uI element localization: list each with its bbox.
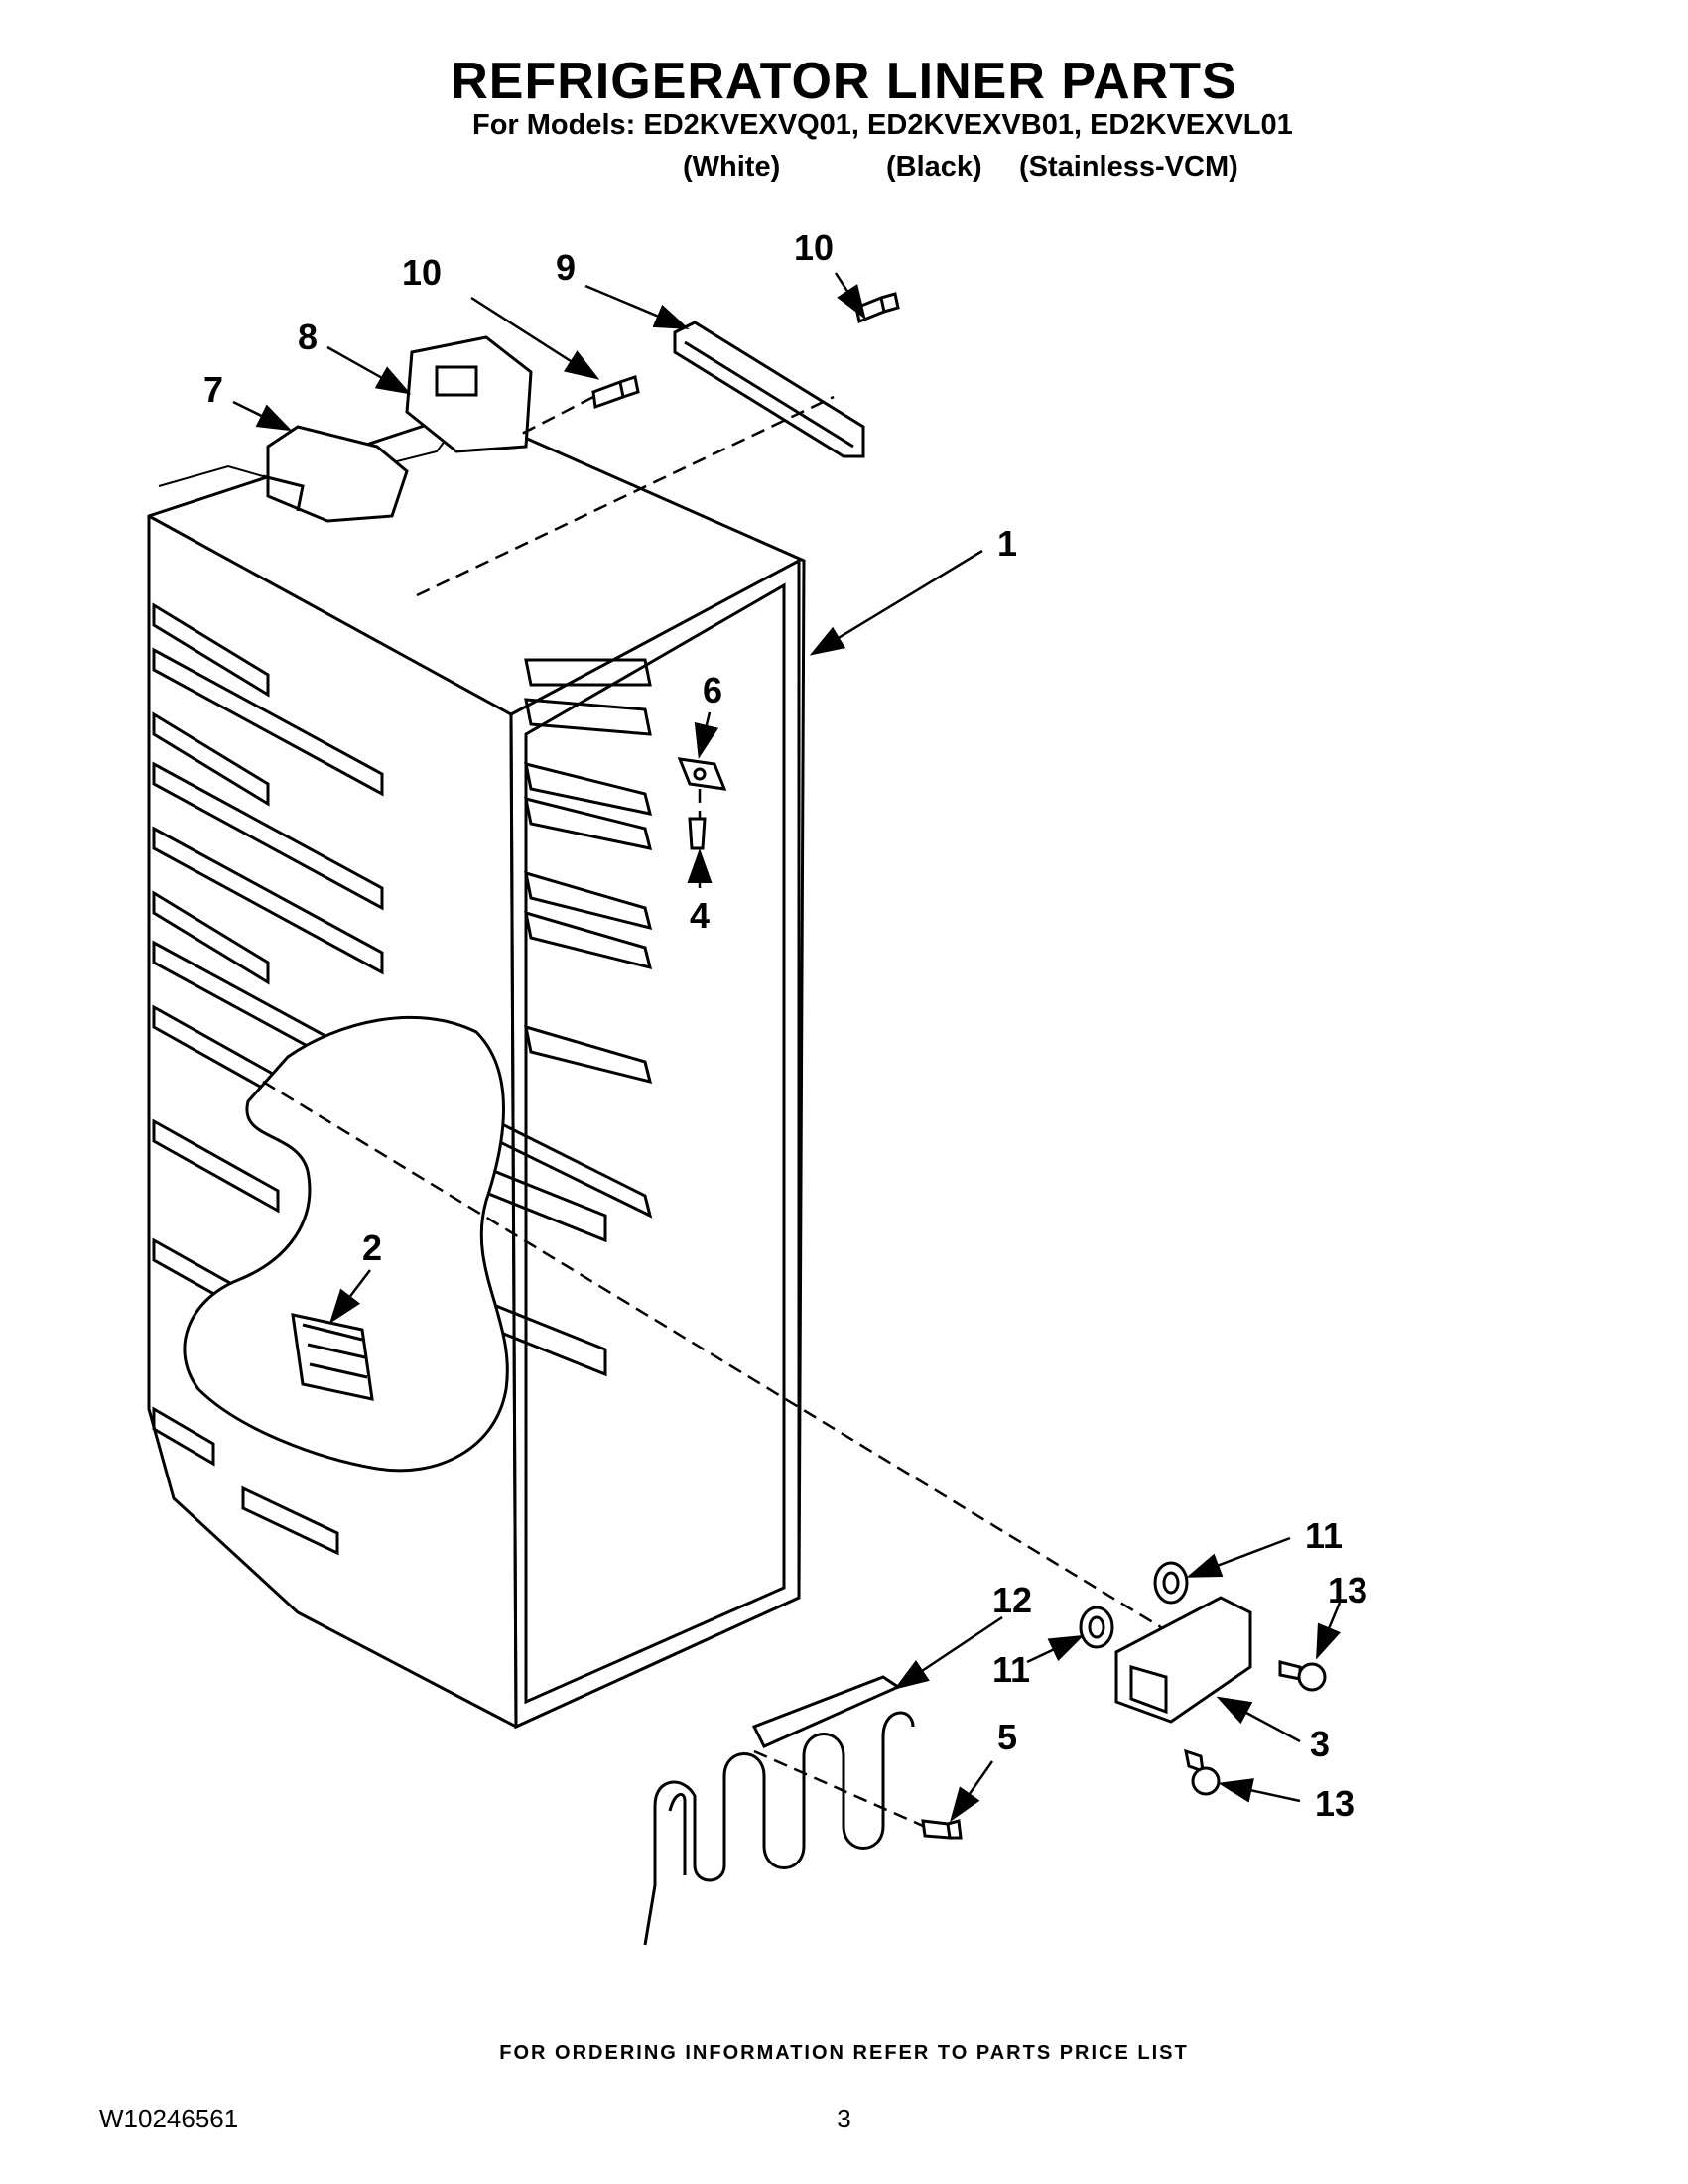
screw-part-4: [688, 817, 707, 850]
page-number: 3: [837, 2104, 851, 2133]
document-number: W10246561: [99, 2104, 239, 2133]
variant-black: (Black): [886, 151, 982, 183]
callout-4: 4: [690, 895, 710, 936]
callout-11-upper: 11: [1305, 1515, 1343, 1556]
callout-13-upper: 13: [1328, 1570, 1367, 1610]
callout-5: 5: [997, 1717, 1017, 1757]
trim-rail-part-9: [673, 321, 865, 458]
callout-10-b: 10: [794, 227, 834, 268]
callout-10-a: 10: [402, 252, 442, 293]
cutaway-view: [183, 1015, 509, 1473]
heater-coil-part-12: [643, 1675, 915, 1946]
callout-9: 9: [556, 247, 576, 288]
assembly-dashed-lines: [262, 395, 1162, 1828]
callout-11-lower: 11: [992, 1649, 1030, 1690]
callout-leaders: [232, 272, 1342, 1823]
model-list: For Models: ED2KVEXVQ01, ED2KVEXVB01, ED…: [472, 109, 1293, 141]
clip-part-6: [677, 757, 727, 791]
callout-12: 12: [992, 1580, 1032, 1620]
grommet-part-11-lower: [1079, 1606, 1114, 1649]
variant-stainless: (Stainless-VCM): [1019, 151, 1238, 183]
callout-1: 1: [997, 523, 1017, 564]
push-pin-part-13-lower: [1184, 1748, 1221, 1796]
push-pin-part-13-upper: [1278, 1660, 1327, 1692]
left-wall-shelf-rails: [152, 602, 384, 1556]
page-title: REFRIGERATOR LINER PARTS: [451, 53, 1237, 110]
grommet-part-11-upper: [1153, 1561, 1189, 1605]
callout-7: 7: [203, 369, 223, 410]
control-housing-part-7: [262, 425, 409, 523]
callout-13-lower: 13: [1315, 1783, 1355, 1824]
callout-6: 6: [703, 670, 722, 710]
vent-damper-part-2: [291, 1313, 374, 1401]
screw-part-10-a: [591, 375, 640, 410]
bracket-part-8: [405, 335, 533, 453]
screw-part-10-b: [854, 292, 900, 324]
housing-part-3: [1114, 1596, 1252, 1724]
callout-3: 3: [1310, 1724, 1330, 1764]
callout-2: 2: [362, 1227, 382, 1268]
callout-8: 8: [298, 317, 318, 357]
screw-part-5: [921, 1819, 963, 1840]
variant-white: (White): [683, 151, 781, 183]
ordering-note: FOR ORDERING INFORMATION REFER TO PARTS …: [499, 2042, 1189, 2064]
